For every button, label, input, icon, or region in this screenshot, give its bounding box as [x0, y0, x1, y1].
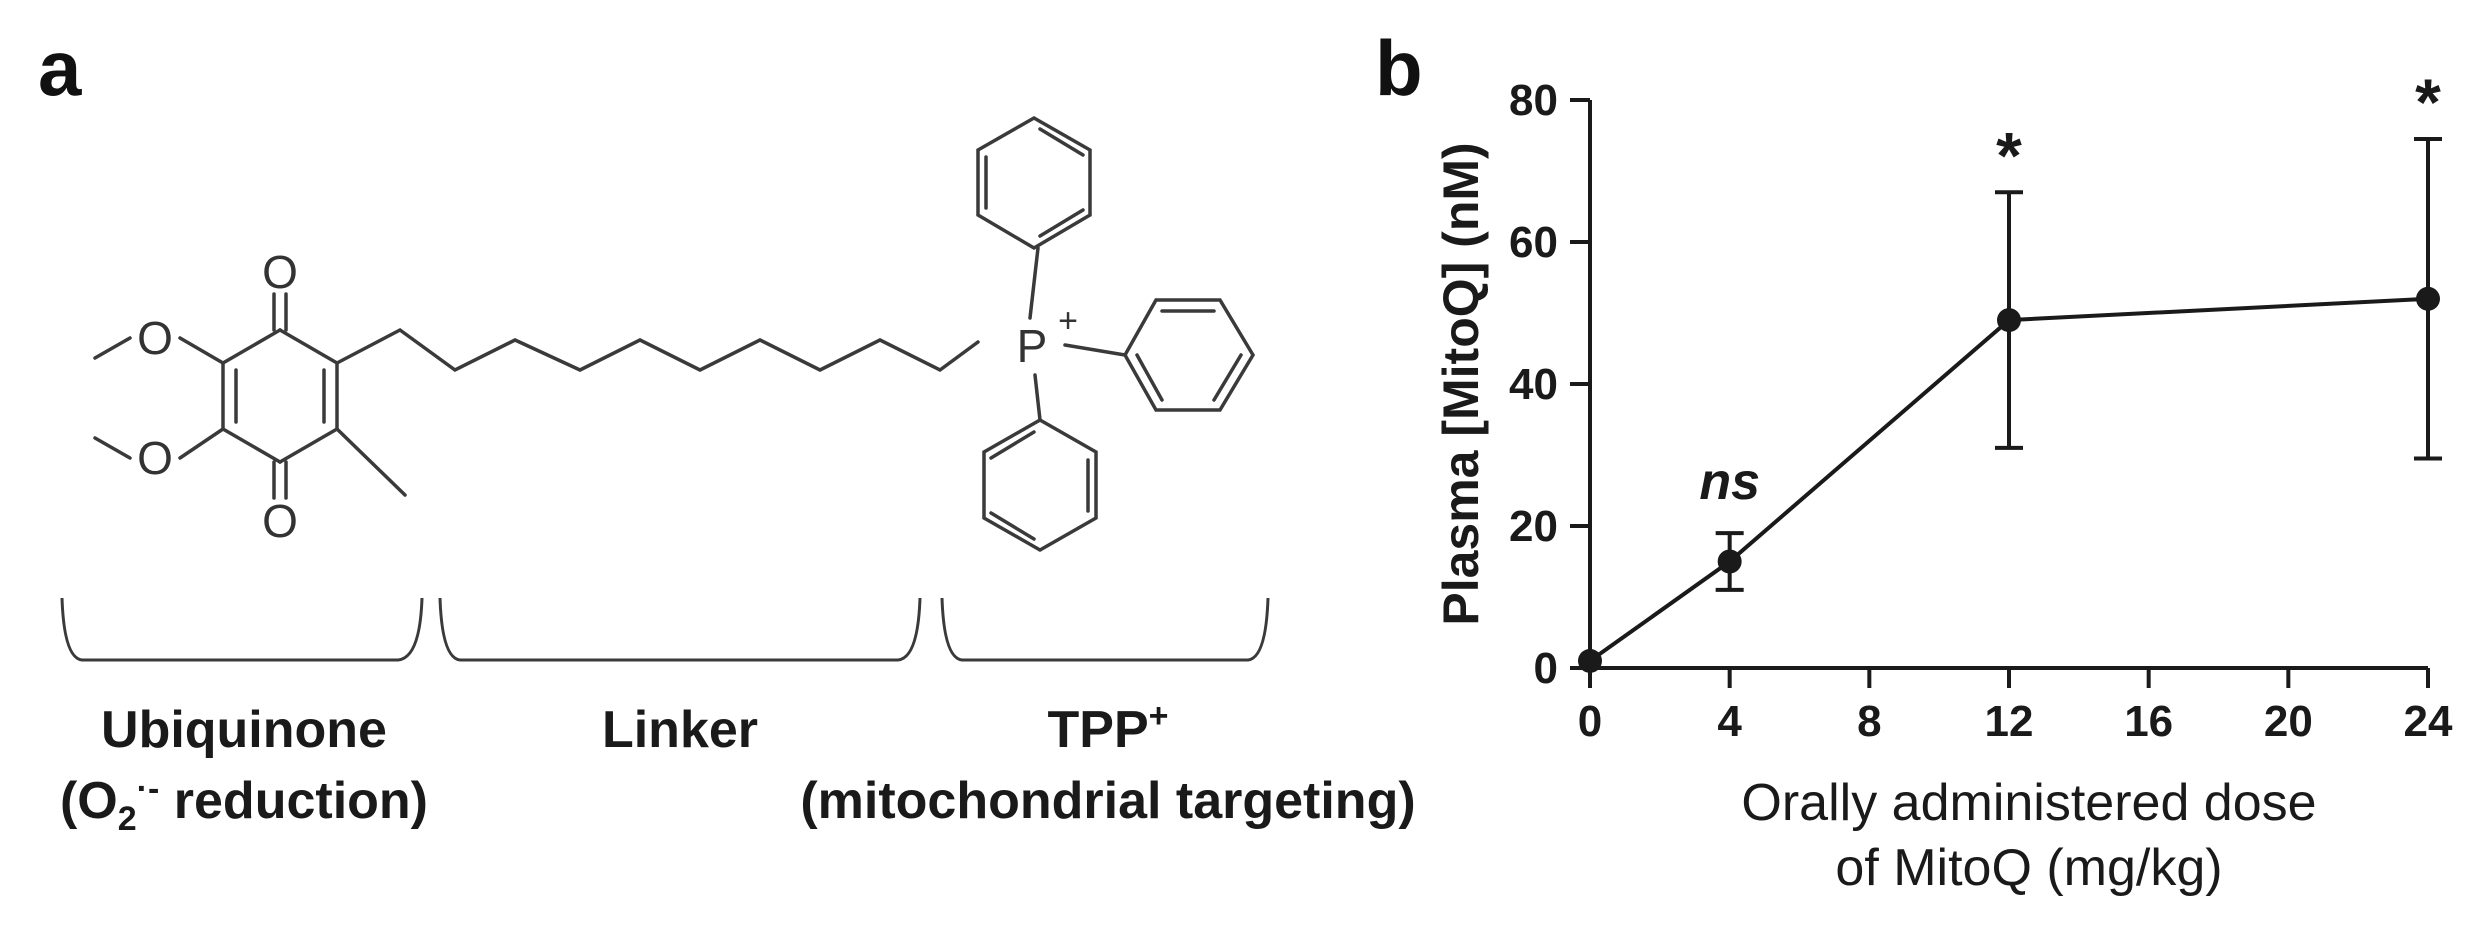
oxygen-label-methoxy-2: O: [137, 432, 173, 484]
phenyl-inner-bond: [1038, 208, 1085, 238]
significance-star: *: [1996, 118, 2022, 192]
x-tick-label: 8: [1857, 697, 1881, 746]
panel-b-label: b: [1375, 24, 1423, 112]
series-line: [1588, 296, 2429, 663]
phenyl-ring-top: [976, 115, 1092, 251]
phenyl-ring-right: [1122, 298, 1256, 412]
ring-bond: [221, 328, 282, 365]
data-point: [1578, 648, 1602, 673]
bracket-ubiquinone: [60, 597, 424, 662]
phenyl-inner-bond: [1212, 353, 1243, 402]
dose-response-chart: 0 20 40 60 80 0 4 8 12 16 20 24 Plasma [MitoQ] (nM) O…: [1433, 65, 2453, 897]
methoxy-bond: [93, 436, 132, 460]
phenyl-inner-bond: [1038, 127, 1085, 157]
methyl-bond: [335, 427, 407, 497]
phosphorus-label: P: [1017, 320, 1048, 372]
phosphonium-charge: +: [1058, 302, 1078, 340]
data-point: [2416, 286, 2440, 311]
x-tick-label: 20: [2264, 697, 2313, 746]
y-tick-label: 60: [1509, 218, 1558, 267]
ring-bond: [221, 427, 282, 464]
methoxy-bond: [178, 427, 225, 460]
annotation-ns: ns: [1699, 453, 1760, 511]
x-tick-label: 12: [1985, 697, 2034, 746]
ring-bond: [278, 328, 339, 365]
data-point: [1997, 308, 2021, 333]
x-axis-label-line1: Orally administered dose: [1741, 774, 2316, 832]
caption-tpp: TPP+: [1048, 697, 1169, 759]
methoxy-bond: [178, 336, 225, 365]
caption-linker: Linker: [602, 701, 758, 759]
x-tick-label: 16: [2124, 697, 2173, 746]
p-phenyl-bond: [1033, 373, 1042, 422]
decyl-linker-chain: [335, 327, 980, 373]
p-phenyl-bond: [1063, 343, 1127, 357]
y-tick-label: 0: [1534, 644, 1558, 693]
data-point: [1717, 549, 1742, 574]
oxygen-label-bottom: O: [262, 495, 298, 547]
caption-ubiquinone: Ubiquinone: [101, 701, 387, 759]
y-tick-label: 40: [1509, 360, 1558, 409]
section-brackets: [60, 597, 1270, 662]
phenyl-inner-bond: [1135, 353, 1164, 402]
bracket-linker: [438, 597, 922, 662]
ring-bond: [278, 427, 339, 464]
mitoq-structure: [93, 115, 1256, 553]
y-tick-label: 20: [1509, 502, 1558, 551]
p-phenyl-bond: [1028, 246, 1040, 320]
phenyl-inner-bond: [989, 430, 1036, 460]
bracket-tpp: [940, 597, 1270, 662]
y-axis-label: Plasma [MitoQ] (nM): [1433, 142, 1489, 625]
y-tick-label: 80: [1509, 76, 1558, 125]
caption-tpp-function: (mitochondrial targeting): [800, 772, 1415, 830]
oxygen-label-top: O: [262, 246, 298, 298]
x-axis-label-line2: of MitoQ (mg/kg): [1835, 839, 2222, 897]
phenyl-inner-bond: [989, 511, 1036, 541]
methoxy-bond: [93, 336, 132, 360]
x-tick-label: 4: [1717, 697, 1742, 746]
x-tick-label: 24: [2404, 697, 2453, 746]
phenyl-ring-bottom: [982, 417, 1098, 553]
oxygen-label-methoxy-1: O: [137, 312, 173, 364]
x-tick-label: 0: [1578, 697, 1602, 746]
caption-ubiquinone-function: (O2·- reduction): [60, 770, 428, 838]
panel-a-label: a: [38, 24, 82, 112]
significance-star: *: [2415, 65, 2441, 139]
